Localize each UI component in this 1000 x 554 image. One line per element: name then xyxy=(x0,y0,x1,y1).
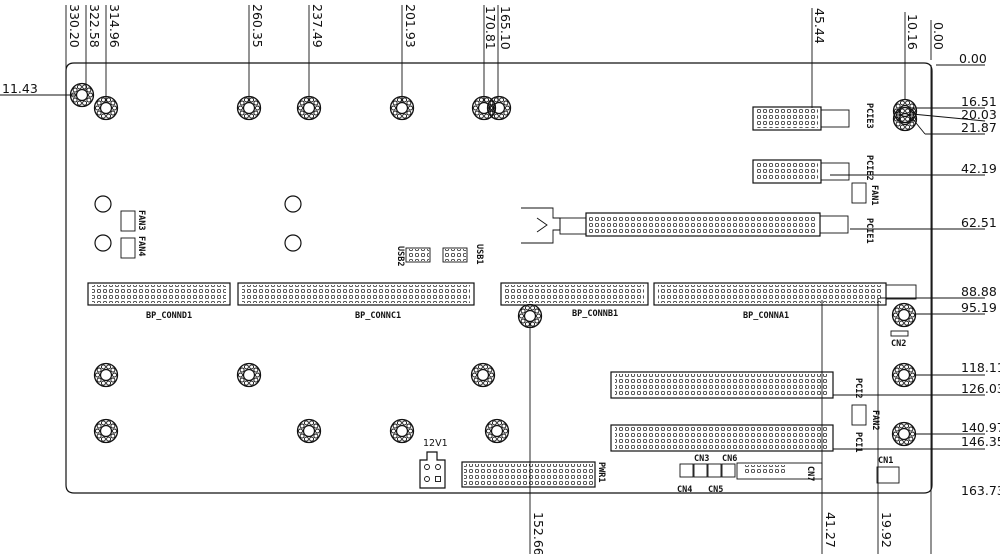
mounting-hole xyxy=(893,304,916,327)
cn7-header: CN7 xyxy=(736,462,823,481)
dim-top-10-16: 10.16 xyxy=(905,14,920,50)
dim-right-126-03: 126.03 xyxy=(961,381,1000,396)
usb2-label: USB2 xyxy=(395,246,405,266)
pcie3-label: PCIE3 xyxy=(864,103,874,129)
cn1-header: CN1 xyxy=(876,456,900,484)
fan2-label: FAN2 xyxy=(870,410,880,430)
dim-top-165-10: 165.10 xyxy=(498,6,513,50)
pcie3-slot: PCIE3 xyxy=(752,103,874,131)
bp-connb1: BP_CONNB1 xyxy=(500,282,649,319)
bp-conna1-label: BP_CONNA1 xyxy=(743,311,789,321)
dim-bottom-152-66: 152.66 xyxy=(531,512,546,554)
cn5-label: CN5 xyxy=(708,485,723,495)
dim-right-42-19: 42.19 xyxy=(961,161,997,176)
pci1-label: PCI1 xyxy=(853,432,863,452)
dim-right-163-73: 163.73 xyxy=(961,483,1000,498)
pcie2-slot: PCIE2 xyxy=(752,155,874,184)
dim-top-170-81: 170.81 xyxy=(483,6,498,50)
dim-top-330-20: 330.20 xyxy=(67,4,82,48)
pwr1-label: PWR1 xyxy=(596,462,606,482)
cn6-label: CN6 xyxy=(722,454,737,464)
dim-right-146-35: 146.35 xyxy=(961,434,1000,449)
right-dimension-lines xyxy=(830,64,986,450)
mounting-hole xyxy=(488,97,511,120)
pwr1-connector: PWR1 xyxy=(461,461,606,488)
dim-right-118-11: 118.11 xyxy=(961,360,1000,375)
bp-connb1-label: BP_CONNB1 xyxy=(572,309,618,319)
dim-top-0-00: 0.00 xyxy=(931,22,946,50)
dim-top-45-44: 45.44 xyxy=(812,8,827,44)
bp-connc1: BP_CONNC1 xyxy=(237,282,475,321)
cn2-header xyxy=(890,330,909,337)
cn1-label: CN1 xyxy=(878,456,893,466)
pcie1-slot: PCIE1 xyxy=(521,207,874,244)
pci2-label: PCI2 xyxy=(853,378,863,398)
dim-right-20-03: 20.03 xyxy=(961,107,997,122)
pcie1-label: PCIE1 xyxy=(864,218,874,244)
dim-bottom-41-27: 41.27 xyxy=(823,512,838,548)
pci2-slot: PCI2 xyxy=(610,371,863,399)
mounting-hole xyxy=(893,364,916,387)
fan2-header: FAN2 xyxy=(851,404,880,430)
dim-right-62-51: 62.51 xyxy=(961,215,997,230)
fan3-header: FAN3 xyxy=(120,210,146,232)
mounting-hole xyxy=(391,420,414,443)
dim-left-11-43: 11.43 xyxy=(2,81,38,96)
mounting-hole xyxy=(238,364,261,387)
plain-holes xyxy=(94,195,302,252)
dim-top-260-35: 260.35 xyxy=(250,4,265,48)
dim-right-88-88: 88.88 xyxy=(961,284,997,299)
mounting-hole xyxy=(486,420,509,443)
mounting-hole xyxy=(472,364,495,387)
bp-conna1: BP_CONNA1 xyxy=(653,282,917,321)
dim-right-21-87: 21.87 xyxy=(961,120,997,135)
fan1-header: FAN1 xyxy=(851,182,879,205)
dim-right-140-97: 140.97 xyxy=(961,420,1000,435)
bp-connd1: BP_CONND1 xyxy=(87,282,231,321)
dim-top-314-96: 314.96 xyxy=(107,4,122,48)
cn7-label: CN7 xyxy=(805,466,815,481)
fan4-label: FAN4 xyxy=(136,236,146,256)
dim-top-237-49: 237.49 xyxy=(310,4,325,48)
dim-bottom-19-92: 19.92 xyxy=(879,512,894,548)
dim-right-16-51: 16.51 xyxy=(961,94,997,109)
usb1-label: USB1 xyxy=(474,244,484,264)
cn4-label: CN4 xyxy=(677,485,692,495)
pci1-slot: PCI1 xyxy=(610,424,863,452)
12v1-label: 12V1 xyxy=(423,438,448,449)
dim-right-0-00: 0.00 xyxy=(959,51,987,66)
fan4-header: FAN4 xyxy=(120,236,146,259)
top-dimensions: 330.20 322.58 314.96 260.35 237.49 201.9… xyxy=(67,4,946,50)
dim-top-322-58: 322.58 xyxy=(87,4,102,48)
fan3-label: FAN3 xyxy=(136,210,146,230)
mounting-hole xyxy=(298,420,321,443)
mounting-hole xyxy=(95,420,118,443)
top-dimension-lines xyxy=(65,5,932,554)
dim-right-95-19: 95.19 xyxy=(961,300,997,315)
12v1-connector: 12V1 xyxy=(419,438,448,489)
fan1-label: FAN1 xyxy=(869,185,879,205)
mounting-hole xyxy=(893,423,916,446)
small-headers xyxy=(679,463,736,478)
usb1-header: USB1 xyxy=(442,244,484,264)
cn2-label: CN2 xyxy=(891,339,906,349)
mounting-hole xyxy=(95,364,118,387)
bp-connc1-label: BP_CONNC1 xyxy=(355,311,401,321)
pcie2-label: PCIE2 xyxy=(864,155,874,181)
cn3-label: CN3 xyxy=(694,454,709,464)
dim-top-201-93: 201.93 xyxy=(403,4,418,48)
usb2-header: USB2 xyxy=(395,246,431,266)
bp-connd1-label: BP_CONND1 xyxy=(146,311,192,321)
right-dimensions: 0.00 16.51 20.03 21.87 42.19 62.51 88.88… xyxy=(959,51,1000,498)
